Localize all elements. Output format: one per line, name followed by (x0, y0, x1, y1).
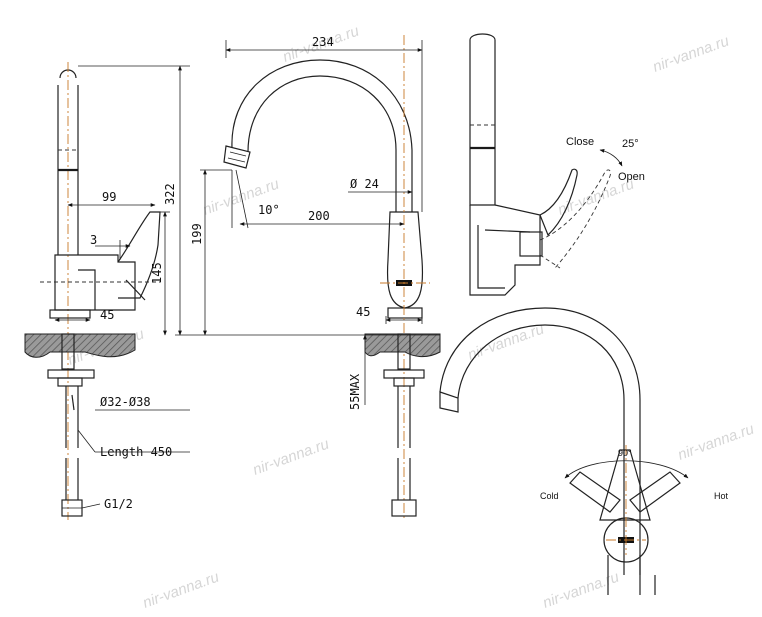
label-open: Open (618, 171, 645, 183)
label-cold: Cold (540, 491, 559, 501)
g-half-inch: G1/2 (104, 497, 133, 511)
dim-55max: 55MAX (348, 373, 362, 410)
watermarks: nir-vanna.ru nir-vanna.ru nir-vanna.ru n… (66, 22, 757, 611)
dim-24: Ø 24 (350, 177, 379, 191)
watermark-9: nir-vanna.ru (141, 568, 222, 611)
rotation-arc (564, 460, 689, 479)
handle-open (539, 169, 611, 269)
handle-view: Close 25° Open (469, 33, 645, 296)
side-handle (117, 211, 161, 299)
dim-99: 99 (102, 190, 116, 204)
handle-closed (539, 168, 578, 237)
front-view: 234 199 10° 200 Ø 24 45 55MAX (175, 35, 441, 520)
front-body (386, 211, 424, 309)
dim-234: 234 (312, 35, 334, 49)
dim-322: 322 (163, 183, 177, 205)
length-450: Length 450 (100, 445, 172, 459)
watermark-10: nir-vanna.ru (541, 568, 622, 611)
label-hot: Hot (714, 491, 729, 501)
side-countertop (24, 333, 136, 358)
dim-3: 3 (90, 233, 97, 247)
dim-45-left: 45 (100, 308, 114, 322)
top-view-spout-outer (439, 307, 641, 575)
label-25-degrees: 25° (622, 138, 639, 150)
dim-145: 145 (150, 262, 164, 284)
dim-200: 200 (308, 209, 330, 223)
handle-view-spout (469, 33, 496, 206)
top-view: 90° Cold Hot (439, 307, 729, 595)
dim-10-degrees: 10° (258, 203, 280, 217)
label-close: Close (566, 136, 594, 148)
watermark-2: nir-vanna.ru (651, 32, 732, 75)
watermark-7: nir-vanna.ru (251, 435, 332, 478)
side-view: 322 99 3 145 45 Ø32-Ø38 Length 450 G1/2 (24, 62, 190, 520)
watermark-6: nir-vanna.ru (466, 320, 547, 363)
watermark-8: nir-vanna.ru (676, 420, 757, 463)
dim-32-38: Ø32-Ø38 (100, 395, 151, 409)
dim-45-front: 45 (356, 305, 370, 319)
front-countertop (364, 333, 441, 358)
label-90-degrees: 90° (618, 448, 632, 458)
dim-199: 199 (190, 223, 204, 245)
front-spout-inner (247, 75, 397, 212)
